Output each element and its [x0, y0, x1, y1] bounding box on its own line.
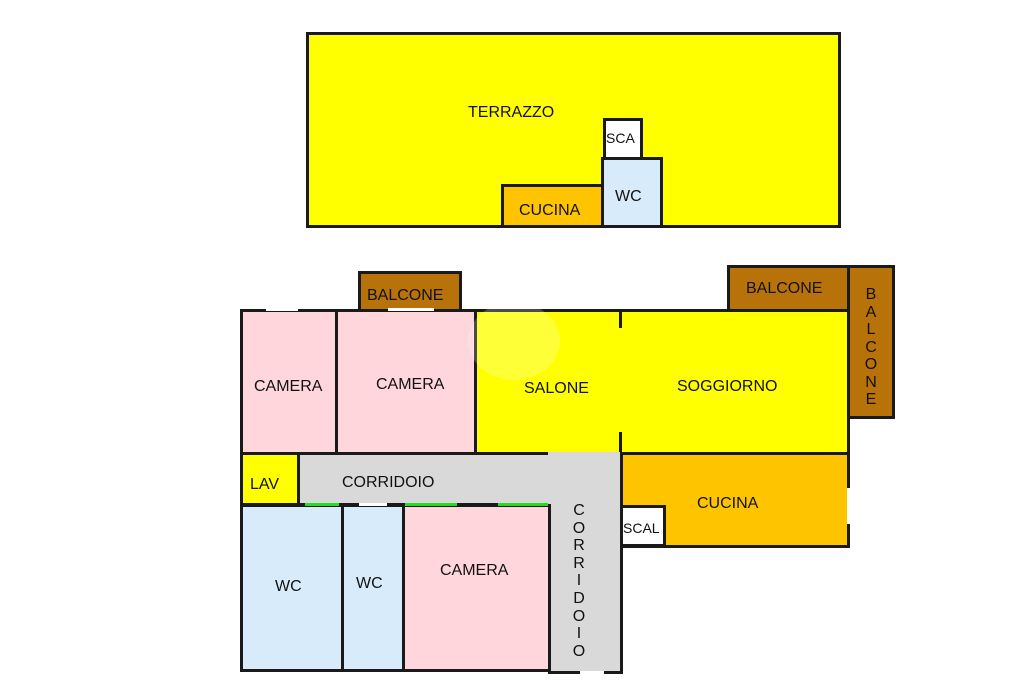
wc-1-label: WC: [275, 578, 302, 595]
salone-room: [474, 309, 850, 455]
wc-2-label: WC: [356, 575, 383, 592]
terrazzo-label: TERRAZZO: [468, 104, 555, 121]
balcone-side-label: B A L C O N E: [864, 286, 878, 408]
opening-corridor-bottom: [580, 671, 604, 674]
camera-3-room: [402, 504, 551, 672]
opening-camera1-top: [266, 308, 298, 311]
lav-label: LAV: [250, 476, 280, 493]
kitchen-upper-label: CUCINA: [519, 202, 581, 219]
stair-main-room: [620, 505, 666, 547]
camera-1-label: CAMERA: [254, 378, 323, 395]
balcone-left-label: BALCONE: [367, 287, 444, 304]
wc-upper-label: WC: [615, 188, 642, 205]
stair-upper-label: SCA: [606, 130, 635, 146]
door-corridor: [498, 503, 548, 506]
salone-divider-top: [619, 312, 622, 328]
kitchen-upper-room: [501, 184, 604, 228]
corridoio-vertical-label: C O R R I D O I O: [572, 502, 586, 660]
opening-wc2: [359, 503, 387, 506]
wc-upper-room: [601, 157, 663, 228]
salone-divider-bottom: [619, 432, 622, 452]
stair-upper-room: [603, 118, 643, 160]
watermark: [468, 302, 560, 380]
opening-camera2-top: [388, 308, 434, 311]
camera-2-label: CAMERA: [376, 376, 445, 393]
opening-cucina-right: [847, 488, 850, 524]
door-wc1: [305, 503, 339, 506]
soggiorno-label: SOGGIORNO: [677, 378, 778, 395]
wc-2-room: [341, 504, 405, 672]
camera-3-label: CAMERA: [440, 562, 509, 579]
cucina-label: CUCINA: [697, 495, 759, 512]
corridoio-label: CORRIDOIO: [342, 474, 435, 491]
door-camera3: [405, 503, 457, 506]
lav-room: [240, 452, 300, 506]
balcone-right-label: BALCONE: [746, 280, 823, 297]
stair-main-label: SCAL: [623, 520, 660, 536]
salone-label: SALONE: [524, 380, 589, 397]
wc-1-room: [240, 504, 344, 672]
